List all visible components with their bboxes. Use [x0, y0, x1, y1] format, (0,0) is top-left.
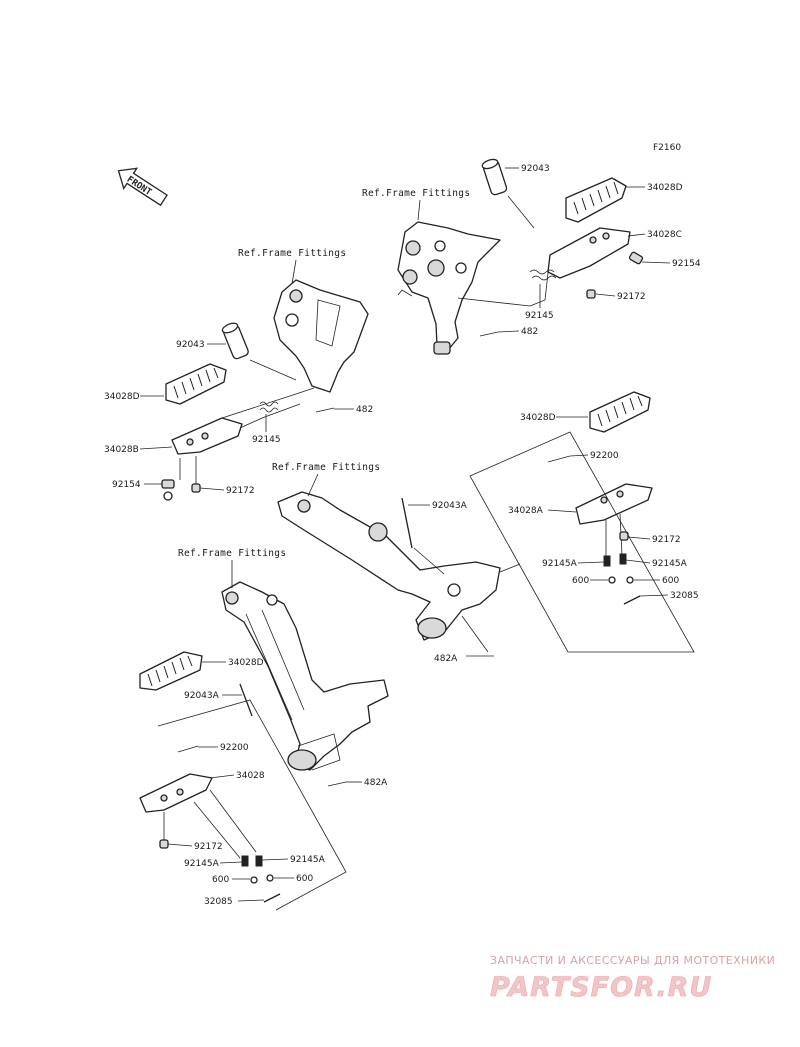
label-32085-right: 32085	[670, 591, 699, 601]
footpeg-rubber-34028D-lower	[139, 651, 203, 691]
watermark-logo: PARTSFOR.RU	[490, 972, 712, 1003]
label-92145A-right-b: 92145A	[652, 559, 688, 569]
label-92043-left: 92043	[176, 340, 205, 350]
pin-92043-upper	[481, 158, 508, 196]
footpeg-rubber-34028D-right	[589, 391, 651, 433]
label-92145A-lower-b: 92145A	[290, 855, 326, 865]
label-34028D-upper: 34028D	[647, 183, 683, 193]
bolt-92172-lower	[159, 839, 169, 849]
label-92043-upper: 92043	[521, 164, 550, 174]
bracket-lower-left	[221, 581, 389, 771]
label-482-left: 482	[356, 405, 373, 415]
pin-92043-left	[221, 322, 249, 360]
bolt-92172-right	[619, 531, 629, 541]
footpeg-34028C	[547, 227, 631, 279]
label-34028D-lower: 34028D	[228, 658, 264, 668]
spring-92145-upper	[529, 269, 557, 281]
pin-32085-lower	[263, 893, 281, 903]
label-92154-upper: 92154	[672, 259, 701, 269]
footpeg-34028B	[171, 417, 243, 455]
washer-600-right	[608, 576, 634, 584]
label-92145A-lower-a: 92145A	[184, 859, 220, 869]
label-482A-middle: 482A	[434, 654, 458, 664]
bolt-92154-left	[161, 479, 175, 501]
footpeg-34028A	[575, 483, 653, 558]
label-92172-right: 92172	[652, 535, 681, 545]
bracket-middle-right	[277, 491, 501, 641]
label-92200-lower: 92200	[220, 743, 249, 753]
label-92043A-lower: 92043A	[184, 691, 220, 701]
bolt-92154-upper	[628, 251, 644, 265]
pin-92043A-middle	[401, 497, 413, 549]
bolt-92172-left	[191, 483, 201, 493]
label-92172-left: 92172	[226, 486, 255, 496]
footpeg-rubber-34028D-upper	[565, 177, 627, 223]
spring-92145A-right	[603, 553, 627, 567]
ref-label-lower-left: Ref.Frame Fittings	[178, 548, 286, 559]
label-92200-right: 92200	[590, 451, 619, 461]
label-600-right-a: 600	[572, 576, 589, 586]
label-34028D-right: 34028D	[520, 413, 556, 423]
label-482A-lower: 482A	[364, 778, 388, 788]
pin-32085-right	[623, 595, 641, 605]
ref-label-upper-right: Ref.Frame Fittings	[362, 188, 470, 199]
watermark-tagline: ЗАПЧАСТИ И АКСЕССУАРЫ ДЛЯ МОТОТЕХНИКИ	[490, 954, 775, 967]
label-92043A-middle: 92043A	[432, 501, 468, 511]
label-92154-left: 92154	[112, 480, 141, 490]
pin-92043A-lower	[239, 683, 253, 717]
label-92145A-right-a: 92145A	[542, 559, 578, 569]
label-34028: 34028	[236, 771, 265, 781]
bracket-upper-right	[397, 221, 501, 355]
label-482-upper: 482	[521, 327, 538, 337]
label-92172-upper: 92172	[617, 292, 646, 302]
label-600-right-b: 600	[662, 576, 679, 586]
label-92145-left: 92145	[252, 435, 281, 445]
footpeg-34028	[139, 773, 257, 859]
spring-92145A-lower	[241, 855, 263, 867]
bolt-92172-upper	[586, 289, 596, 299]
label-34028C: 34028C	[647, 230, 682, 240]
ref-label-upper-left: Ref.Frame Fittings	[238, 248, 346, 259]
label-32085-lower: 32085	[204, 897, 233, 907]
label-34028A: 34028A	[508, 506, 544, 516]
ref-label-middle-right: Ref.Frame Fittings	[272, 462, 380, 473]
footpeg-rubber-34028D-left	[165, 363, 227, 405]
label-92172-lower: 92172	[194, 842, 223, 852]
label-600-lower-a: 600	[212, 875, 229, 885]
label-34028D-left: 34028D	[104, 392, 140, 402]
label-600-lower-b: 600	[296, 874, 313, 884]
bracket-upper-left	[273, 279, 369, 393]
spring-92145-left	[259, 401, 279, 413]
label-92145-upper: 92145	[525, 311, 554, 321]
figure-code: F2160	[653, 143, 681, 153]
washer-600-lower	[250, 874, 274, 884]
front-arrow-icon: FRONT	[117, 167, 168, 207]
label-34028B: 34028B	[104, 445, 139, 455]
